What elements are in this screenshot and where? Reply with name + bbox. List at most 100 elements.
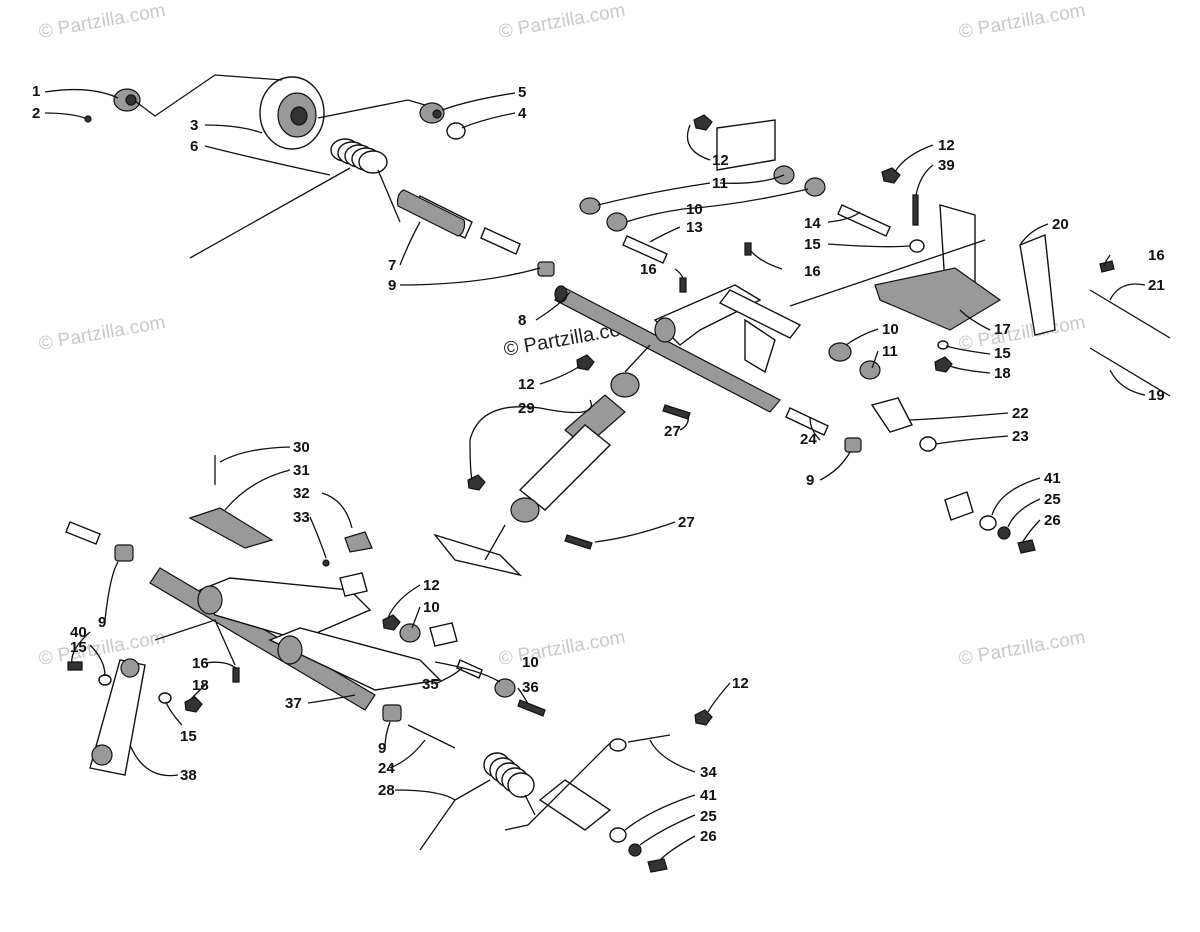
shock-body bbox=[518, 424, 612, 511]
wheel-bore bbox=[290, 106, 308, 126]
callout-number: 15 bbox=[804, 236, 821, 253]
grease-fitting-part-16 bbox=[1099, 260, 1115, 273]
arm-bracket bbox=[744, 318, 776, 374]
bolt-part-26 bbox=[1017, 539, 1036, 554]
pin bbox=[480, 227, 521, 255]
bolt-part-40 bbox=[67, 661, 83, 671]
spring-bracket bbox=[538, 779, 612, 831]
bolt-part-26 bbox=[647, 858, 668, 873]
screw-part-33 bbox=[322, 559, 330, 567]
callout-number: 5 bbox=[518, 84, 526, 101]
tube-end bbox=[554, 285, 568, 303]
clamp-part-32 bbox=[344, 531, 373, 553]
callout-number: 3 bbox=[190, 117, 198, 134]
pivot-bracket bbox=[429, 622, 458, 647]
callout-number: 10 bbox=[882, 321, 899, 338]
bushing-part-10 bbox=[606, 212, 628, 232]
callout-number: 9 bbox=[388, 277, 396, 294]
bolt-part-36 bbox=[517, 699, 546, 717]
bushing-part-10 bbox=[399, 623, 421, 643]
washer-part-15 bbox=[158, 692, 172, 704]
bushing-part-10 bbox=[804, 177, 826, 197]
callout-number: 30 bbox=[293, 439, 310, 456]
callout-number: 16 bbox=[640, 261, 657, 278]
callout-number: 40 bbox=[70, 624, 87, 641]
arm-pivot bbox=[277, 635, 303, 665]
washer-part-23 bbox=[919, 436, 937, 452]
leader bbox=[789, 239, 986, 307]
leader bbox=[484, 524, 506, 561]
watermark: © Partzilla.com bbox=[37, 312, 167, 355]
spacer-part-9 bbox=[844, 437, 862, 453]
spring-part-28 bbox=[419, 752, 536, 851]
watermark: © Partzilla.com bbox=[37, 0, 167, 43]
shock-mount-plate bbox=[433, 533, 523, 577]
callout-number: 21 bbox=[1148, 277, 1165, 294]
link-eye bbox=[120, 658, 140, 678]
callout-number: 10 bbox=[686, 201, 703, 218]
bushing-part-11 bbox=[579, 197, 601, 215]
callout-number: 15 bbox=[994, 345, 1011, 362]
callout-number: 24 bbox=[800, 431, 817, 448]
clamp-part-31 bbox=[188, 507, 274, 549]
spacer-part-9 bbox=[114, 544, 134, 562]
spring-part-6 bbox=[189, 138, 401, 259]
callout-number: 15 bbox=[180, 728, 197, 745]
callout-number: 14 bbox=[804, 215, 821, 232]
screw-part-2 bbox=[84, 115, 92, 123]
bushing-part-10 bbox=[494, 678, 516, 698]
callout-number: 38 bbox=[180, 767, 197, 784]
washer-part-15 bbox=[909, 239, 925, 253]
watermark: © Partzilla.com bbox=[957, 0, 1087, 43]
sleeve-part-7 bbox=[396, 189, 473, 239]
bushing-part-11 bbox=[859, 360, 881, 380]
spacer-part-9 bbox=[537, 261, 555, 277]
callout-number: 11 bbox=[882, 343, 898, 360]
pin bbox=[65, 521, 101, 545]
lockwasher-part-25 bbox=[628, 843, 642, 857]
pin-part-13 bbox=[622, 235, 668, 264]
front-arm-assembly bbox=[537, 114, 1036, 554]
rear-mount-bracket-group bbox=[789, 167, 1171, 397]
nut-part-12 bbox=[382, 614, 401, 631]
shock-eye-top bbox=[610, 372, 640, 398]
bolt-part-39 bbox=[912, 194, 919, 226]
callout-number: 22 bbox=[1012, 405, 1029, 422]
grease-fitting-part-16 bbox=[679, 277, 687, 293]
callout-number: 12 bbox=[732, 675, 749, 692]
leader bbox=[624, 344, 651, 373]
callout-number: 37 bbox=[285, 695, 302, 712]
callout-number: 12 bbox=[423, 577, 440, 594]
bolt-part-21 bbox=[1089, 289, 1171, 339]
callout-number: 28 bbox=[378, 782, 395, 799]
callout-number: 15 bbox=[70, 639, 87, 656]
callout-number: 12 bbox=[938, 137, 955, 154]
shock-absorber-part-29 bbox=[433, 344, 691, 577]
nut-part-18 bbox=[184, 696, 203, 713]
rear-arm-lower-frame bbox=[268, 627, 442, 691]
callout-number: 9 bbox=[98, 614, 106, 631]
callout-number: 18 bbox=[994, 365, 1011, 382]
eyebolt-part-34 bbox=[609, 738, 627, 752]
callout-number: 31 bbox=[293, 462, 310, 479]
callout-number: 17 bbox=[994, 321, 1011, 338]
watermark: © Partzilla.com bbox=[957, 627, 1087, 670]
callout-number: 11 bbox=[712, 175, 728, 192]
callout-number: 27 bbox=[664, 423, 681, 440]
callout-number: 36 bbox=[522, 679, 539, 696]
callout-number: 16 bbox=[1148, 247, 1165, 264]
rear-arm-assembly bbox=[65, 455, 546, 776]
callout-number: 19 bbox=[1148, 387, 1165, 404]
bolt-part-27 bbox=[564, 534, 593, 550]
callout-number: 10 bbox=[423, 599, 440, 616]
callout-number: 34 bbox=[700, 764, 717, 781]
callout-number: 6 bbox=[190, 138, 198, 155]
callout-number: 2 bbox=[32, 105, 40, 122]
leader bbox=[154, 619, 236, 666]
pin-part-14 bbox=[837, 204, 891, 237]
rear-arm-frame bbox=[198, 577, 372, 641]
arm-pivot bbox=[197, 585, 223, 615]
callout-leaders bbox=[44, 88, 1146, 861]
